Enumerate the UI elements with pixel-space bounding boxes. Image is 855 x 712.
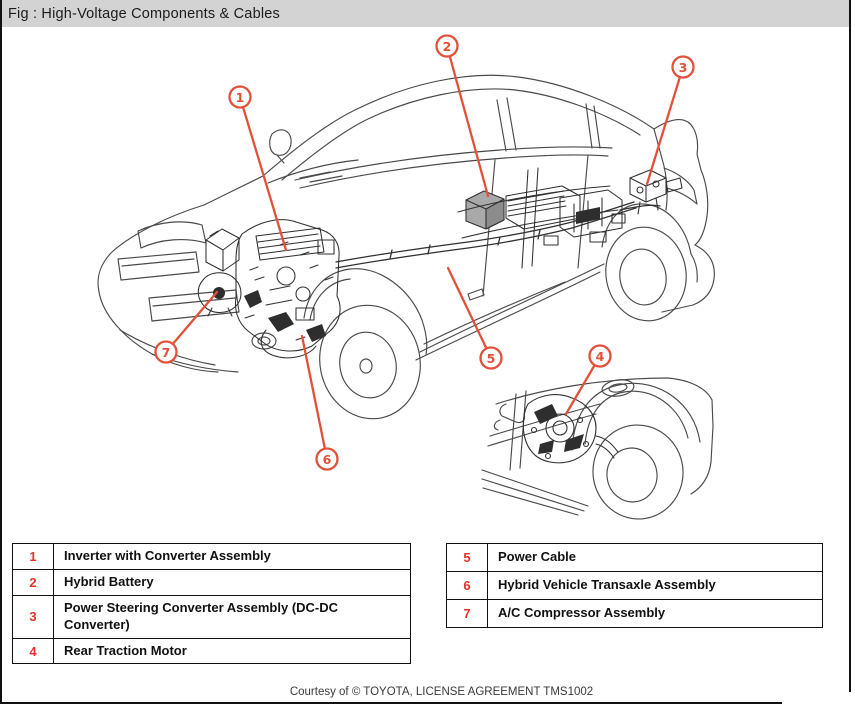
callout-leader-line bbox=[645, 75, 682, 186]
callout-number: 4 bbox=[596, 349, 605, 364]
legend-label: A/C Compressor Assembly bbox=[487, 599, 823, 628]
hybrid-battery-components bbox=[457, 167, 626, 269]
callout-circle-2 bbox=[435, 34, 459, 58]
callout-number: 2 bbox=[443, 39, 452, 54]
callout-circle-5 bbox=[479, 346, 503, 370]
legend-row: 6 Hybrid Vehicle Transaxle Assembly bbox=[446, 571, 823, 600]
callout-circle-4 bbox=[588, 344, 612, 368]
legend-label: Inverter with Converter Assembly bbox=[53, 543, 411, 570]
callout-circle-6 bbox=[315, 447, 339, 471]
car-body-outline bbox=[97, 74, 715, 420]
legend-number: 7 bbox=[446, 599, 488, 628]
legend-row: 2 Hybrid Battery bbox=[12, 568, 411, 596]
rear-inset-art bbox=[481, 377, 714, 520]
legend-label: Hybrid Battery bbox=[53, 568, 411, 596]
page-border-bottom bbox=[0, 702, 782, 704]
callout-layer: 1 2 3 4 5 6 7 bbox=[154, 34, 695, 471]
callout-leader-line bbox=[241, 105, 288, 252]
legend-label: Rear Traction Motor bbox=[53, 637, 411, 665]
legend-row: 4 Rear Traction Motor bbox=[12, 637, 411, 665]
callout-circle-1 bbox=[228, 85, 252, 109]
dcdc-converter-art bbox=[629, 169, 683, 215]
callout-circle-3 bbox=[671, 55, 695, 79]
vehicle-diagram: 1 2 3 4 5 6 7 bbox=[97, 34, 715, 520]
legend-row: 7 A/C Compressor Assembly bbox=[446, 599, 823, 628]
callout-circle-7 bbox=[154, 340, 178, 364]
legend-number: 1 bbox=[12, 543, 54, 570]
legend-row: 3 Power Steering Converter Assembly (DC-… bbox=[12, 594, 411, 639]
legend-number: 6 bbox=[446, 571, 488, 600]
legend-label: Power Cable bbox=[487, 543, 823, 572]
engine-bay-components bbox=[197, 219, 341, 359]
power-cable-art bbox=[335, 201, 661, 269]
callout-leader-line bbox=[448, 54, 490, 198]
page-border-right bbox=[849, 0, 851, 692]
rear-traction-motor-art bbox=[522, 394, 619, 464]
callout-number: 7 bbox=[162, 345, 171, 360]
figure-title: Fig : High-Voltage Components & Cables bbox=[8, 5, 280, 22]
courtesy-note: Courtesy of © TOYOTA, LICENSE AGREEMENT … bbox=[289, 686, 594, 698]
legend-number: 5 bbox=[446, 543, 488, 572]
callout-number: 5 bbox=[487, 351, 496, 366]
figure-title-bar: Fig : High-Voltage Components & Cables bbox=[2, 0, 849, 27]
callout-leader-line bbox=[300, 334, 327, 450]
legend-number: 4 bbox=[12, 637, 54, 665]
callout-leader-line bbox=[446, 266, 488, 350]
legend-label: Power Steering Converter Assembly (DC-DC… bbox=[53, 594, 411, 639]
page-border-left bbox=[0, 0, 2, 704]
legend-number: 2 bbox=[12, 568, 54, 596]
legend-table-right: 5 Power Cable 6 Hybrid Vehicle Transaxle… bbox=[446, 543, 823, 628]
callout-number: 6 bbox=[323, 452, 332, 467]
callout-number: 3 bbox=[679, 60, 688, 75]
legend-table-left: 1 Inverter with Converter Assembly 2 Hyb… bbox=[12, 543, 411, 665]
legend-label: Hybrid Vehicle Transaxle Assembly bbox=[487, 571, 823, 600]
legend-row: 5 Power Cable bbox=[446, 543, 823, 572]
legend-number: 3 bbox=[12, 594, 54, 639]
callout-leader-line bbox=[171, 290, 219, 346]
legend-row: 1 Inverter with Converter Assembly bbox=[12, 543, 411, 570]
callout-number: 1 bbox=[236, 90, 245, 105]
callout-leader-line bbox=[564, 363, 596, 416]
